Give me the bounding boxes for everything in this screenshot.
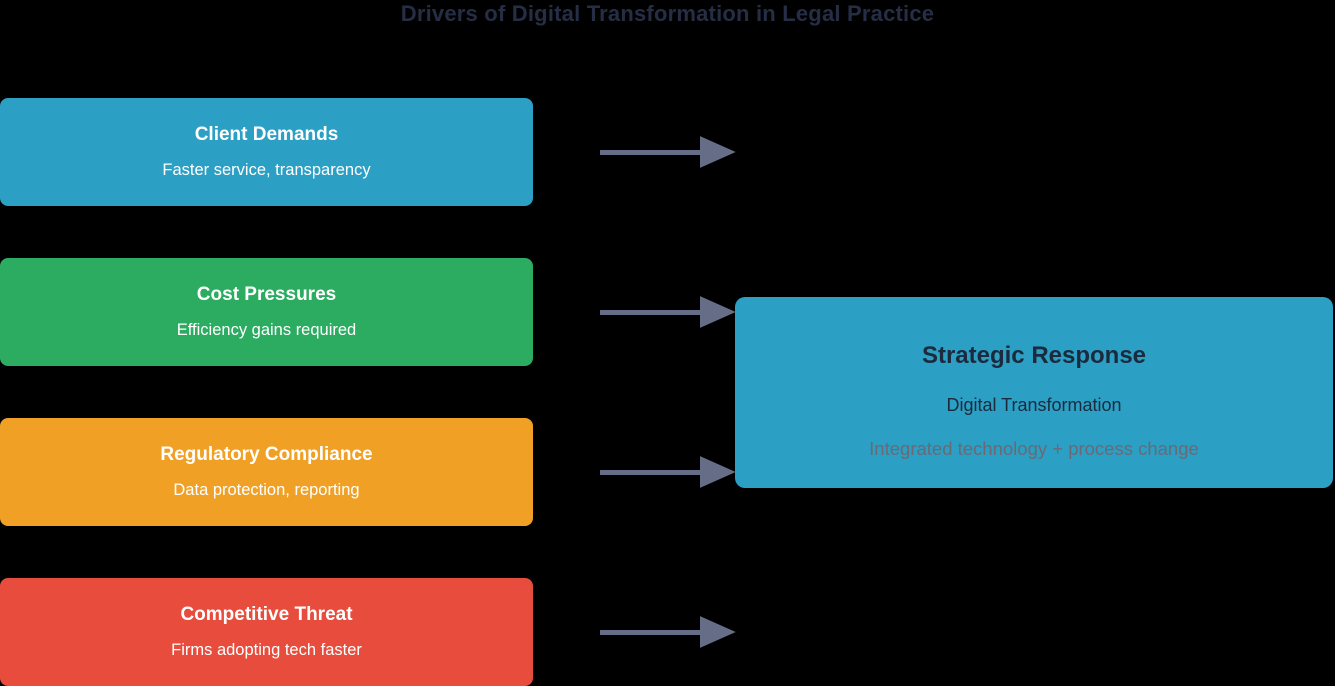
arrow-head-icon [700, 456, 736, 488]
driver-label: Client Demands [194, 124, 339, 145]
arrow-regulatory-compliance-to-response [600, 456, 736, 488]
driver-detail: Firms adopting tech faster [171, 641, 362, 659]
response-subtitle: Digital Transformation [946, 394, 1122, 415]
response-box-strategic-response: Strategic Response Digital Transformatio… [735, 297, 1333, 488]
arrow-line [600, 149, 701, 155]
response-title: Strategic Response [921, 341, 1147, 369]
arrow-line [600, 309, 701, 315]
driver-detail: Faster service, transparency [162, 161, 371, 179]
driver-label: Cost Pressures [196, 284, 337, 305]
driver-box-competitive-threat: Competitive Threat Firms adopting tech f… [0, 578, 533, 686]
driver-label: Competitive Threat [180, 604, 353, 625]
arrow-client-demands-to-response [600, 136, 736, 168]
driver-box-cost-pressures: Cost Pressures Efficiency gains required [0, 258, 533, 366]
arrow-line [600, 629, 701, 635]
driver-detail: Efficiency gains required [176, 321, 357, 339]
response-detail: Integrated technology + process change [869, 437, 1199, 459]
arrow-line [600, 469, 701, 475]
arrow-competitive-threat-to-response [600, 616, 736, 648]
driver-box-regulatory-compliance: Regulatory Compliance Data protection, r… [0, 418, 533, 526]
driver-label: Regulatory Compliance [160, 444, 373, 465]
driver-box-client-demands: Client Demands Faster service, transpare… [0, 98, 533, 206]
arrow-head-icon [700, 616, 736, 648]
arrow-head-icon [700, 296, 736, 328]
driver-detail: Data protection, reporting [173, 481, 360, 499]
arrow-head-icon [700, 136, 736, 168]
diagram-title: Drivers of Digital Transformation in Leg… [400, 1, 935, 26]
arrow-cost-pressures-to-response [600, 296, 736, 328]
